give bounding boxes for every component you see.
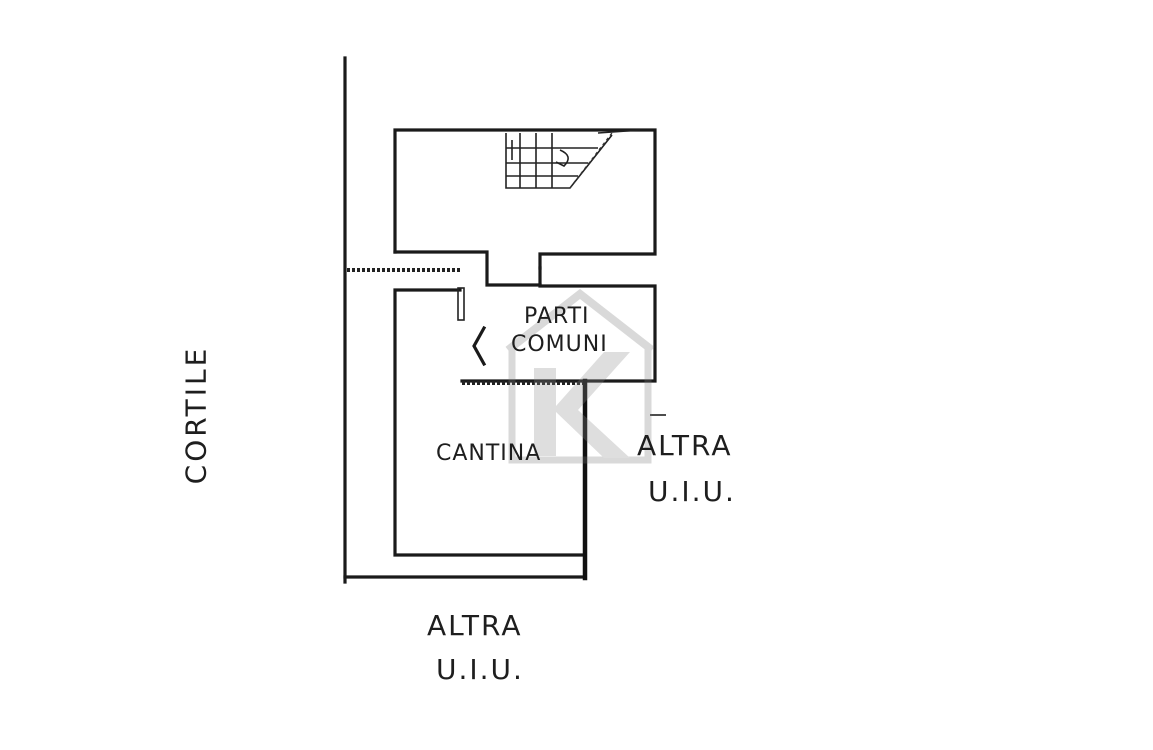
- label-comuni: COMUNI: [511, 332, 608, 357]
- door-jamb: [457, 287, 465, 321]
- direction-chevron: [472, 325, 487, 367]
- label-altra-bottom: ALTRA: [427, 609, 523, 642]
- label-uiu-right: U.I.U.: [648, 475, 736, 508]
- house-k-logo-icon: [505, 288, 655, 464]
- label-cantina: CANTINA: [436, 441, 542, 466]
- label-uiu-bottom: U.I.U.: [436, 653, 524, 686]
- label-altra-right: ALTRA: [637, 429, 733, 462]
- stair-room-wall: [393, 128, 657, 270]
- cantina-wall: [393, 288, 587, 557]
- stairs: [505, 129, 641, 189]
- stair-room-wall-left: [393, 250, 542, 287]
- label-cortile: CORTILE: [179, 345, 213, 485]
- label-parti: PARTI: [524, 304, 590, 329]
